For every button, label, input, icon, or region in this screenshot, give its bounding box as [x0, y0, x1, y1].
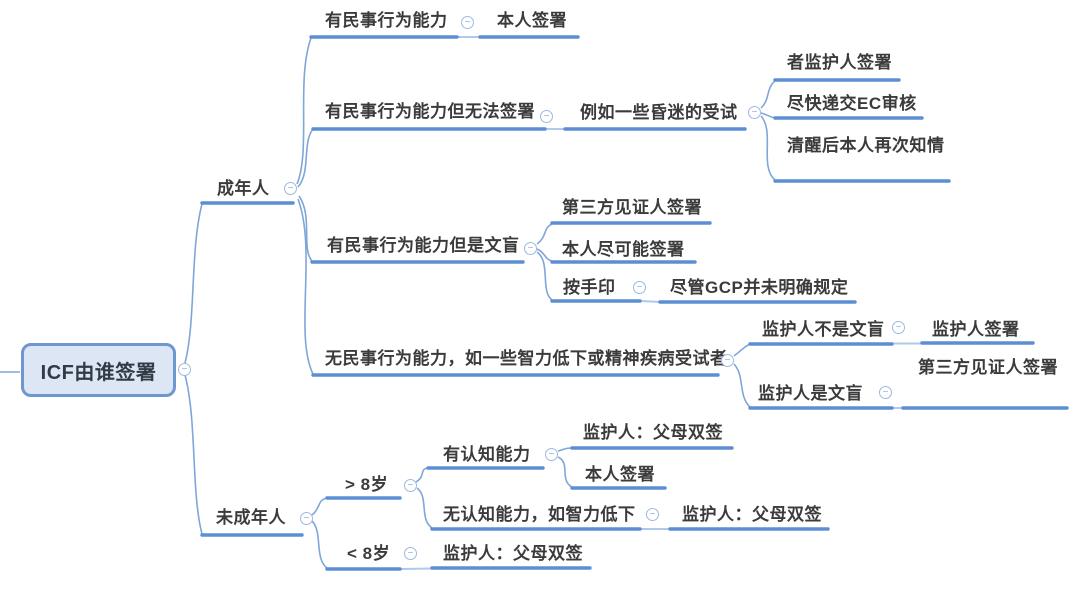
topic-submit-ec-review[interactable]: 尽快递交EC审核: [787, 94, 917, 113]
collapse-icon-guardian-illiterate[interactable]: −: [879, 386, 892, 399]
topic-comatose-subject-example[interactable]: 例如一些昏迷的受试: [580, 103, 738, 122]
topic-third-party-witness-sign-2[interactable]: 第三方见证人签署: [918, 358, 1058, 377]
topic-guardian-not-illiterate[interactable]: 监护人不是文盲: [762, 320, 885, 339]
topic-reconsent-after-awake[interactable]: 清醒后本人再次知情: [787, 136, 945, 155]
collapse-icon-guardian-not-illiterate[interactable]: −: [892, 321, 905, 334]
collapse-icon-capable-illiterate[interactable]: −: [524, 242, 537, 255]
topic-has-civil-capacity[interactable]: 有民事行为能力: [325, 11, 448, 30]
topic-guardian-both-parents-sign-a[interactable]: 监护人：父母双签: [583, 423, 723, 442]
bridge-connectors: [400, 36, 922, 570]
topic-third-party-witness-sign[interactable]: 第三方见证人签署: [562, 198, 702, 217]
branch-underlines: [200, 35, 1069, 571]
collapse-icon-comatose-example[interactable]: −: [748, 106, 761, 119]
root-topic[interactable]: ICF由谁签署: [21, 343, 176, 397]
collapse-icon-over-8[interactable]: −: [404, 479, 417, 492]
topic-no-cognition[interactable]: 无认知能力，如智力低下: [443, 505, 636, 524]
topic-adult[interactable]: 成年人: [217, 179, 270, 198]
topic-minor-self-sign[interactable]: 本人签署: [585, 465, 655, 484]
topic-under-8-years[interactable]: < 8岁: [347, 544, 391, 563]
collapse-icon-minor[interactable]: −: [300, 512, 313, 525]
collapse-icon-root[interactable]: −: [178, 363, 191, 376]
topic-self-sign-if-possible[interactable]: 本人尽可能签署: [562, 240, 685, 259]
collapse-icon-has-cognition[interactable]: −: [545, 448, 558, 461]
topic-guardian-both-parents-sign-b[interactable]: 监护人：父母双签: [682, 505, 822, 524]
collapse-icon-fingerprint[interactable]: −: [633, 281, 646, 294]
topic-capable-but-illiterate[interactable]: 有民事行为能力但是文盲: [327, 236, 520, 255]
collapse-icon-under-8[interactable]: −: [404, 547, 417, 560]
topic-minor[interactable]: 未成年人: [216, 508, 286, 527]
branch-curves: [0, 37, 776, 569]
collapse-icon-has-civil-capacity[interactable]: −: [461, 16, 474, 29]
topic-fingerprint[interactable]: 按手印: [563, 278, 616, 297]
topic-guardian-sign[interactable]: 监护人签署: [932, 320, 1020, 339]
topic-gcp-not-specified[interactable]: 尽管GCP并未明确规定: [670, 278, 849, 297]
topic-has-cognition[interactable]: 有认知能力: [443, 445, 531, 464]
topic-over-8-years[interactable]: > 8岁: [345, 475, 389, 494]
collapse-icon-no-civil-capacity[interactable]: −: [721, 354, 734, 367]
topic-self-sign[interactable]: 本人签署: [497, 11, 567, 30]
topic-guardian-signs[interactable]: 者监护人签署: [787, 53, 892, 72]
collapse-icon-no-cognition[interactable]: −: [646, 508, 659, 521]
collapse-icon-adult[interactable]: −: [284, 182, 297, 195]
topic-no-civil-capacity[interactable]: 无民事行为能力，如一些智力低下或精神疾病受试者: [325, 349, 728, 368]
topic-guardian-illiterate[interactable]: 监护人是文盲: [758, 384, 863, 403]
topic-capable-but-unable-to-sign[interactable]: 有民事行为能力但无法签署: [325, 102, 535, 121]
collapse-icon-unable-to-sign[interactable]: −: [540, 110, 553, 123]
topic-guardian-both-parents-sign-c[interactable]: 监护人：父母双签: [443, 544, 583, 563]
